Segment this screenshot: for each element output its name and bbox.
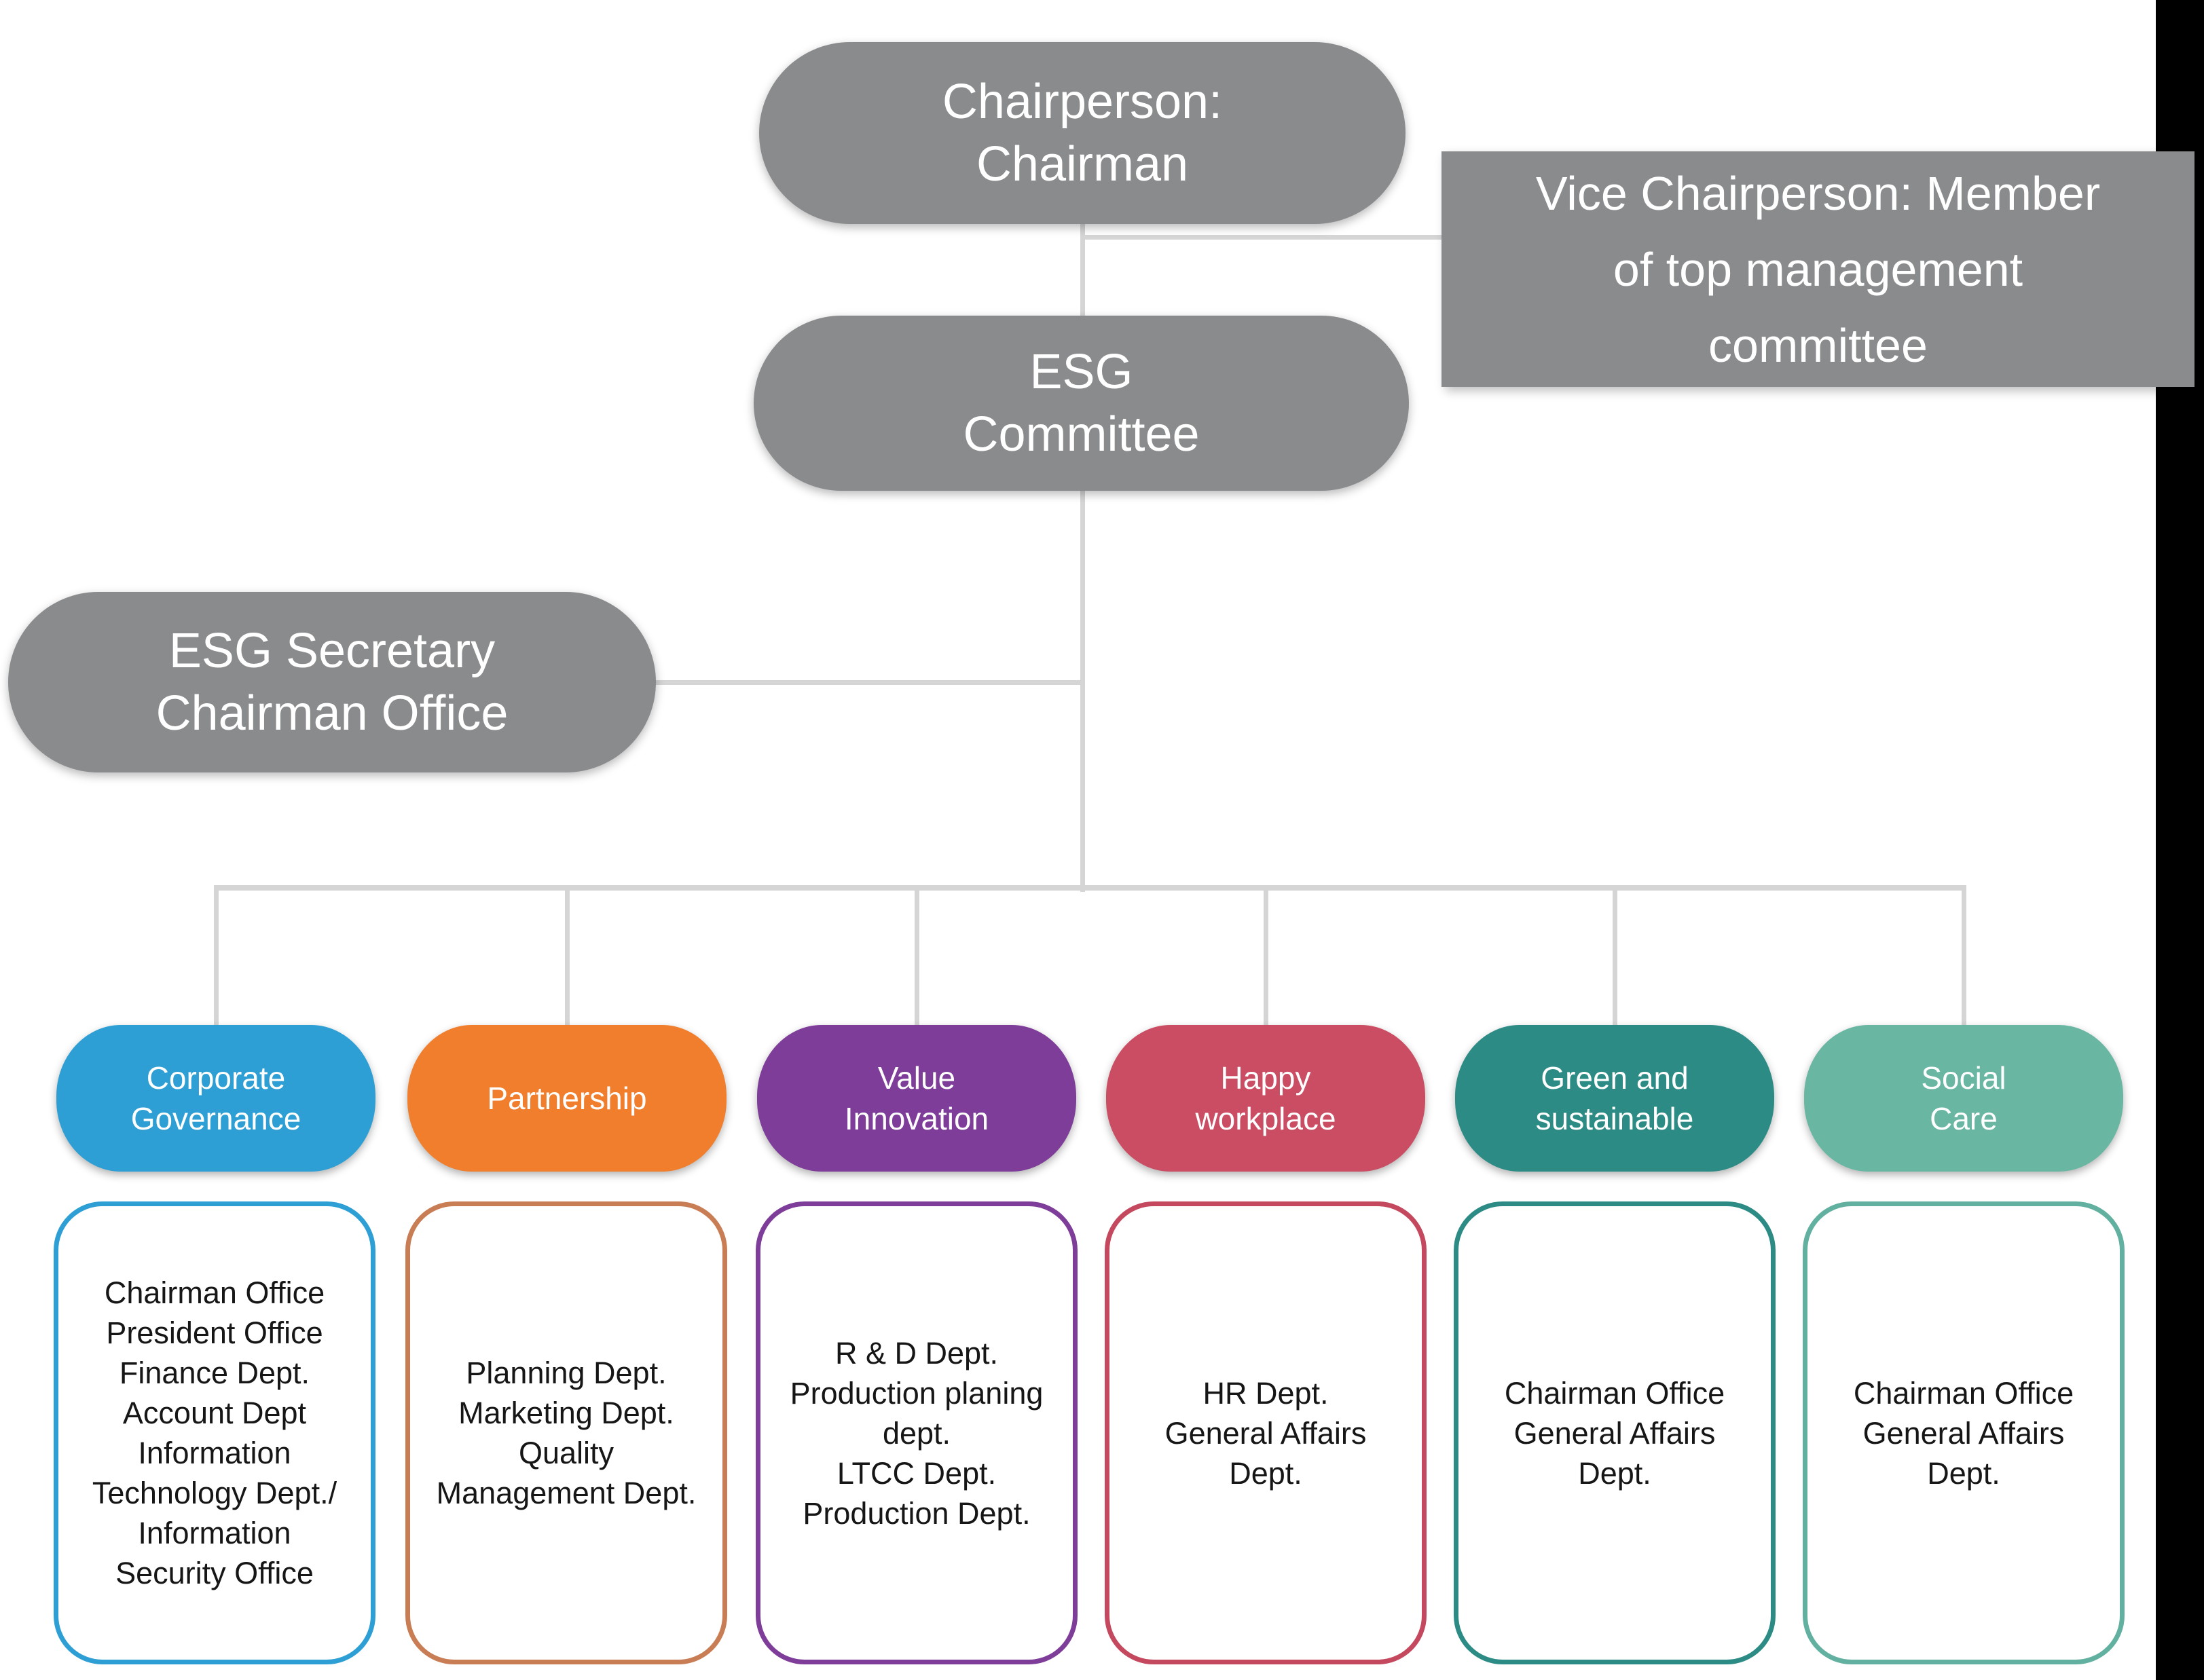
dept-box-happy-workplace: HR Dept. General Affairs Dept.	[1105, 1201, 1427, 1664]
pillar-pill-value-innovation: Value Innovation	[757, 1025, 1076, 1172]
dept-box-value-innovation: R & D Dept. Production planing dept. LTC…	[756, 1201, 1078, 1664]
pillar-pill-corporate-governance: Corporate Governance	[56, 1025, 375, 1172]
pillar-pill-corporate-governance-label: Corporate Governance	[130, 1060, 301, 1136]
connector-stub-value-innovation	[915, 885, 919, 1025]
dept-box-value-innovation-list: R & D Dept. Production planing dept. LTC…	[790, 1335, 1044, 1531]
connector-chairperson-to-committee	[1080, 224, 1085, 316]
dept-box-green-sustainable: Chairman Office General Affairs Dept.	[1454, 1201, 1776, 1664]
pillar-pill-partnership: Partnership	[407, 1025, 727, 1172]
connector-stub-partnership	[565, 885, 570, 1025]
node-vice-chairperson-label: Vice Chairperson: Member of top manageme…	[1535, 166, 2101, 372]
pillar-pill-happy-workplace: Happy workplace	[1106, 1025, 1425, 1172]
connector-stub-green-sustainable	[1613, 885, 1617, 1025]
dept-box-green-sustainable-list: Chairman Office General Affairs Dept.	[1504, 1375, 1725, 1491]
node-chairperson: Chairperson: Chairman	[759, 42, 1406, 224]
dept-box-happy-workplace-list: HR Dept. General Affairs Dept.	[1164, 1375, 1367, 1491]
node-chairperson-label: Chairperson: Chairman	[942, 75, 1223, 191]
node-esg-secretary: ESG Secretary Chairman Office	[8, 592, 656, 772]
dept-box-corporate-governance-list: Chairman Office President Office Finance…	[92, 1275, 337, 1590]
connector-committee-to-bar	[1080, 491, 1085, 892]
dept-box-social-care: Chairman Office General Affairs Dept.	[1803, 1201, 2125, 1664]
connector-secretary-to-trunk	[656, 680, 1082, 685]
pillar-pill-partnership-label: Partnership	[487, 1081, 647, 1116]
dept-box-corporate-governance: Chairman Office President Office Finance…	[54, 1201, 375, 1664]
pillar-pill-social-care: Social Care	[1804, 1025, 2123, 1172]
pillar-pill-green-sustainable: Green and sustainable	[1455, 1025, 1774, 1172]
connector-to-vice-chairperson	[1080, 235, 1441, 240]
connector-distribution-bar	[216, 885, 1964, 891]
pillar-pill-social-care-label: Social Care	[1921, 1060, 2006, 1136]
node-esg-secretary-label: ESG Secretary Chairman Office	[155, 624, 509, 741]
pillar-pill-green-sustainable-label: Green and sustainable	[1535, 1060, 1694, 1136]
node-esg-committee: ESG Committee	[754, 316, 1409, 491]
dept-box-partnership-list: Planning Dept. Marketing Dept. Quality M…	[436, 1356, 697, 1510]
node-vice-chairperson: Vice Chairperson: Member of top manageme…	[1441, 151, 2194, 387]
dept-box-social-care-list: Chairman Office General Affairs Dept.	[1853, 1375, 2074, 1491]
connector-stub-happy-workplace	[1264, 885, 1268, 1025]
connector-stub-corporate-governance	[214, 885, 219, 1025]
pillar-pill-value-innovation-label: Value Innovation	[844, 1060, 989, 1136]
dept-box-partnership: Planning Dept. Marketing Dept. Quality M…	[405, 1201, 727, 1664]
pillar-pill-happy-workplace-label: Happy workplace	[1195, 1060, 1336, 1136]
node-esg-committee-label: ESG Committee	[963, 345, 1200, 462]
connector-stub-social-care	[1962, 885, 1966, 1025]
